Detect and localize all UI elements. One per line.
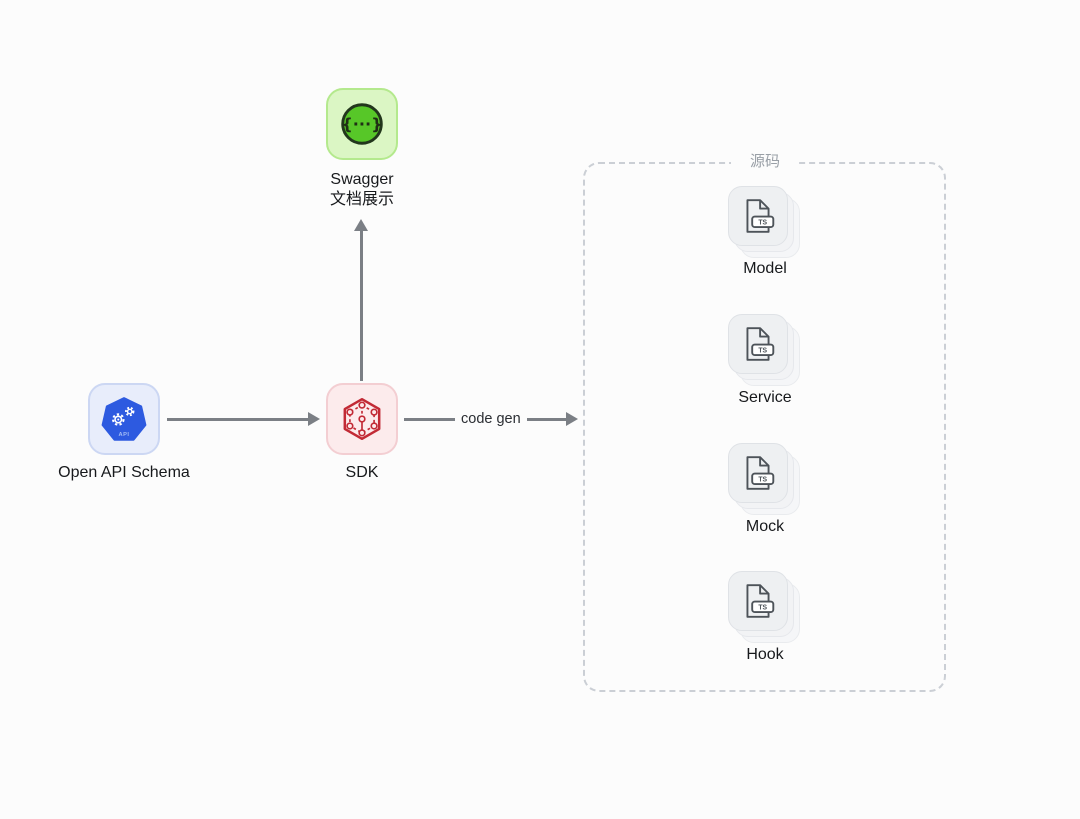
codegen-edge-label: code gen bbox=[455, 409, 527, 429]
arrowhead-right-icon bbox=[566, 412, 578, 426]
ts-badge-text: TS bbox=[758, 219, 767, 226]
swagger-label-line1: Swagger bbox=[330, 171, 394, 188]
ts-file-stack-model: TS bbox=[728, 186, 802, 260]
ts-file-icon: TS bbox=[746, 199, 775, 233]
ts-file-icon: TS bbox=[746, 584, 775, 618]
source-item-label-service: Service bbox=[738, 389, 792, 406]
source-group-title: 源码 bbox=[731, 151, 799, 172]
source-item-label-hook: Hook bbox=[746, 646, 784, 663]
openapi-api-badge: API bbox=[118, 432, 129, 438]
openapi-node: API bbox=[88, 383, 160, 455]
sdk-hexagon-icon bbox=[343, 397, 381, 441]
ts-file-stack-hook: TS bbox=[728, 571, 802, 645]
braces-glyph: {···} bbox=[341, 115, 382, 134]
ts-badge-text: TS bbox=[758, 604, 767, 611]
sdk-label: SDK bbox=[345, 464, 379, 481]
swagger-label: Swagger 文档展示 bbox=[292, 170, 432, 210]
swagger-braces-icon: {···} bbox=[341, 103, 383, 145]
ts-file-stack-service: TS bbox=[728, 314, 802, 388]
ts-file-icon: TS bbox=[746, 456, 775, 490]
swagger-label-line2: 文档展示 bbox=[329, 191, 394, 208]
openapi-label: Open API Schema bbox=[58, 464, 190, 481]
ts-file-stack-mock: TS bbox=[728, 443, 802, 517]
source-item-label-mock: Mock bbox=[745, 518, 785, 535]
sdk-node bbox=[326, 383, 398, 455]
arrowhead-right-icon bbox=[308, 412, 320, 426]
ts-badge-text: TS bbox=[758, 347, 767, 354]
ts-file-icon: TS bbox=[746, 327, 775, 361]
ts-badge-text: TS bbox=[758, 476, 767, 483]
openapi-gears-icon: API bbox=[101, 397, 147, 441]
swagger-node: {···} bbox=[326, 88, 398, 160]
arrowhead-up-icon bbox=[354, 219, 368, 231]
source-item-label-model: Model bbox=[743, 260, 787, 277]
